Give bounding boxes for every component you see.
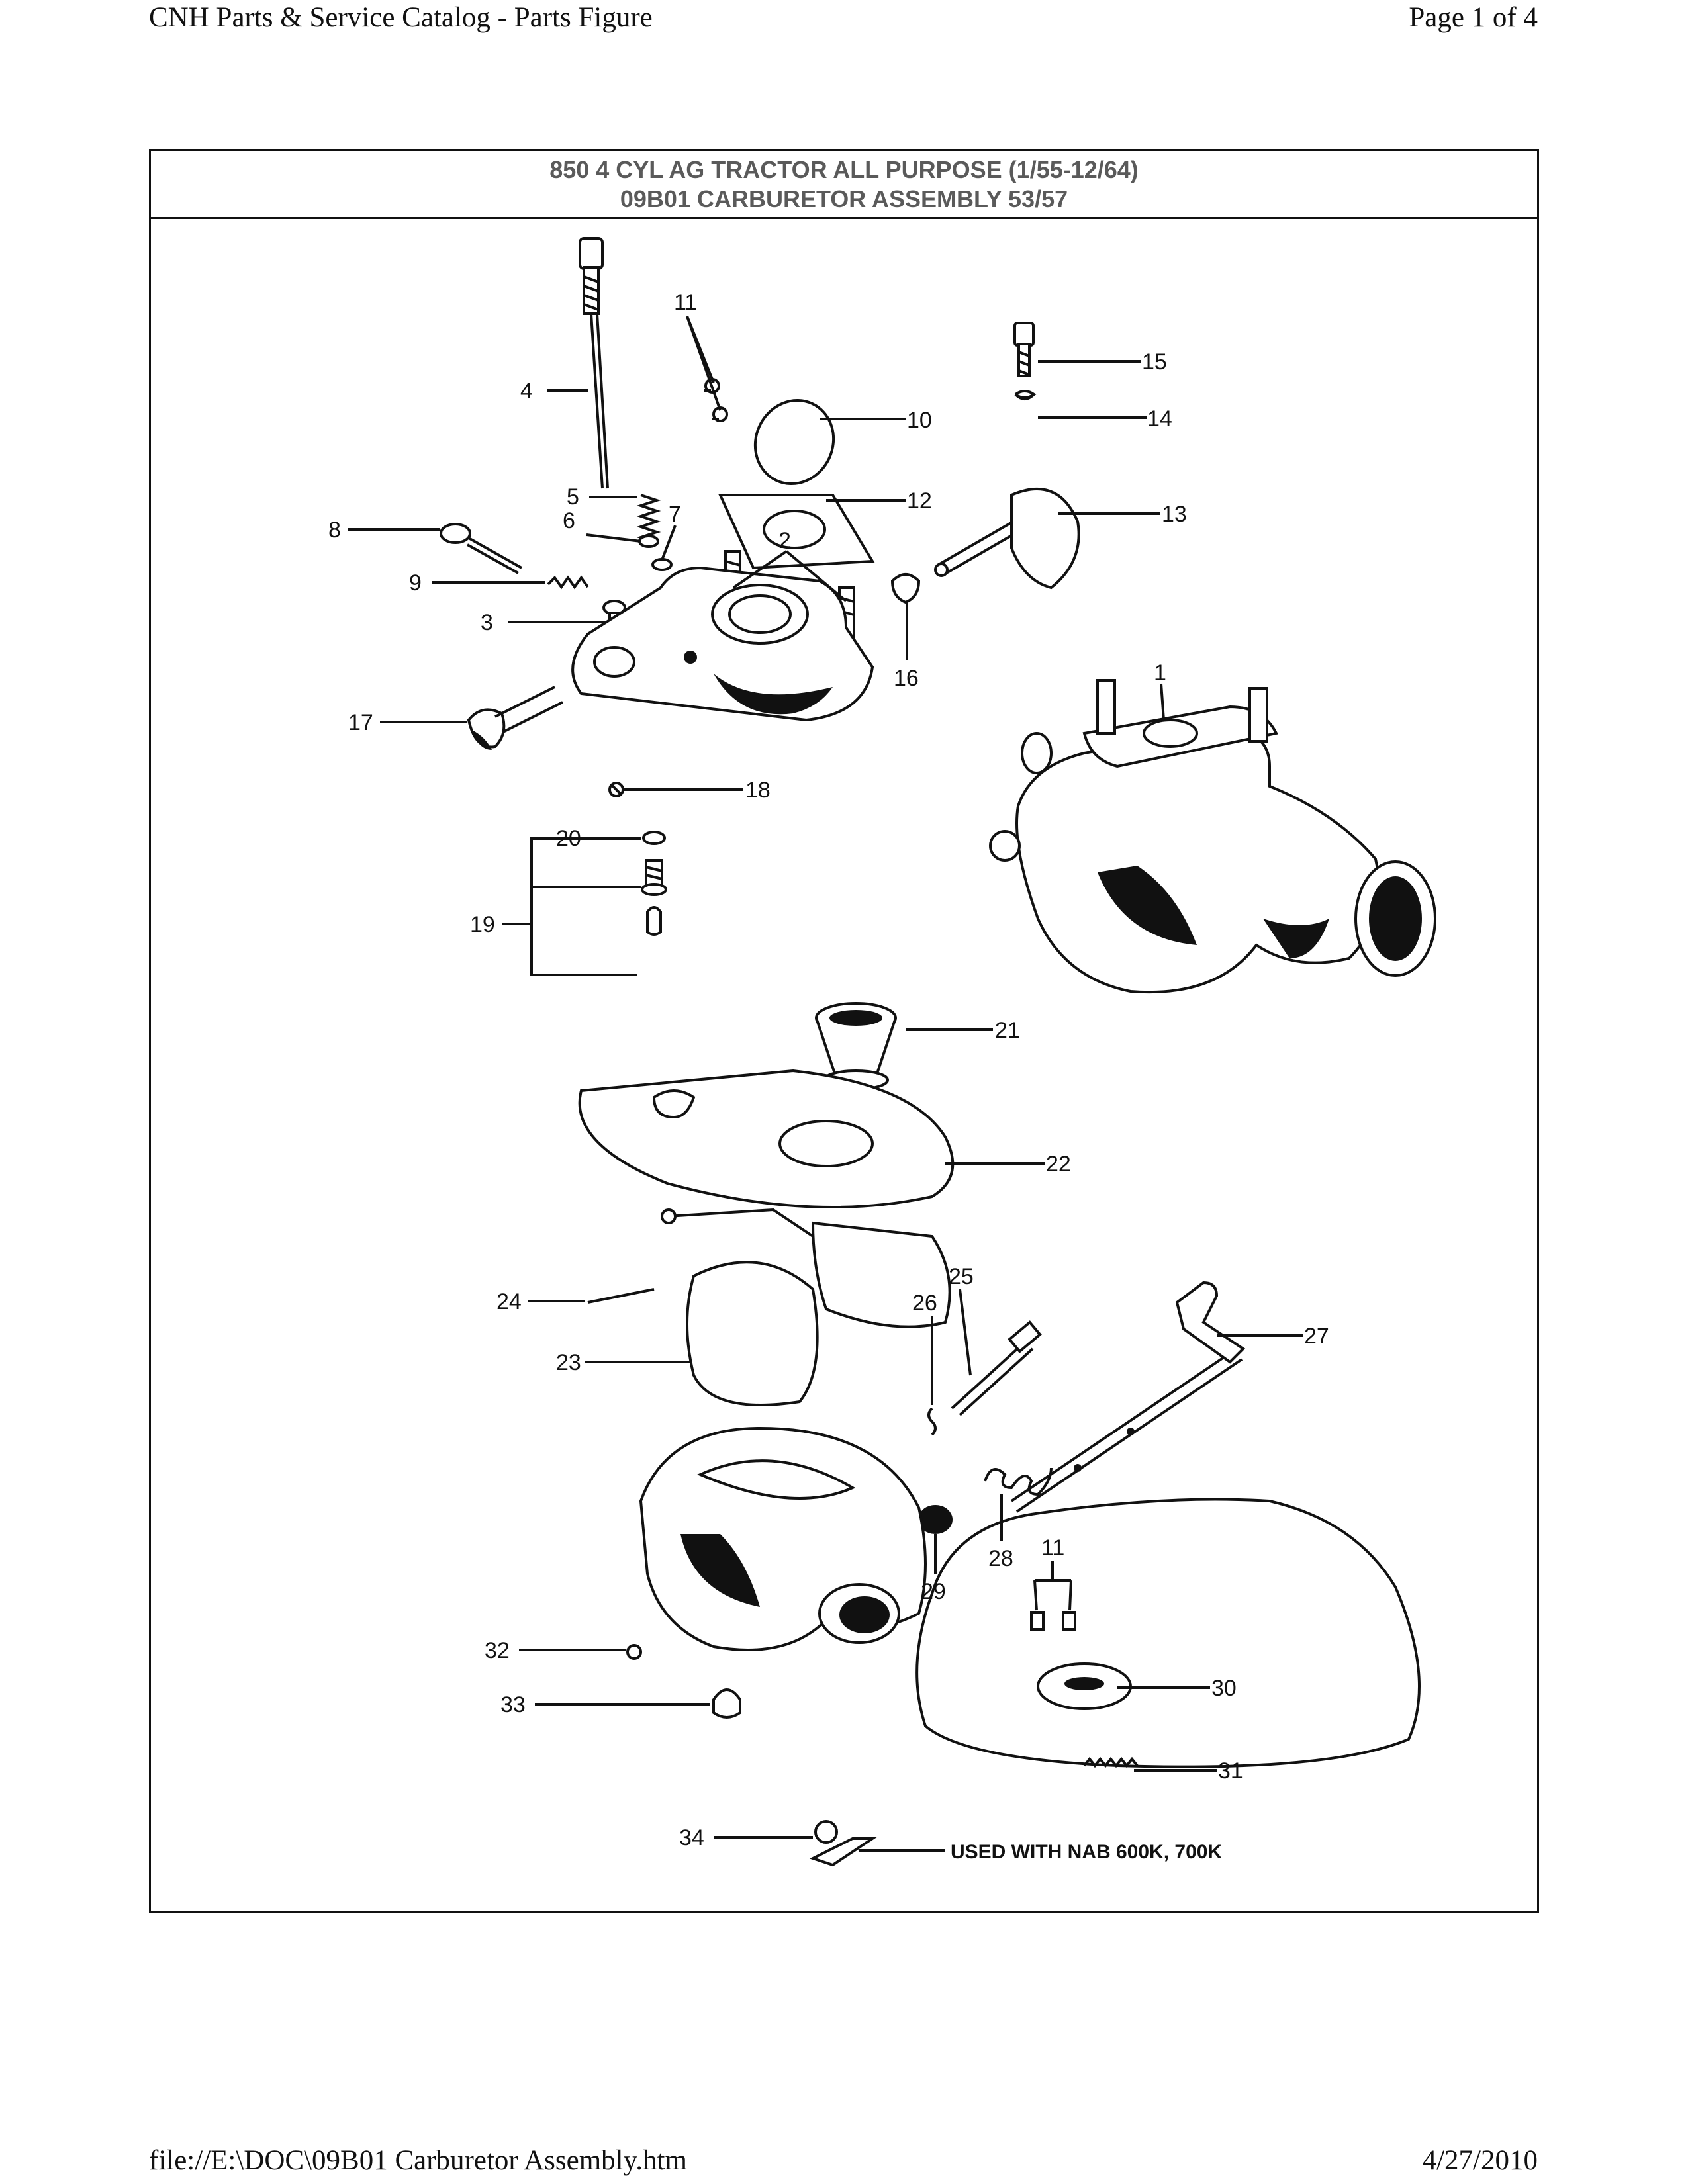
- figure-title-line-2: 09B01 CARBURETOR ASSEMBLY 53/57: [620, 185, 1068, 212]
- callout-26: 26: [912, 1291, 937, 1316]
- callout-9: 9: [409, 570, 422, 596]
- float-bowl: [639, 1426, 927, 1651]
- part-23-float: [661, 1208, 951, 1406]
- callout-32: 32: [485, 1638, 510, 1663]
- part-33-plug: [712, 1688, 741, 1719]
- part-1-carburetor-assembly: [989, 679, 1436, 994]
- callout-24: 24: [496, 1289, 522, 1314]
- part-9-spring: [547, 575, 589, 590]
- part-29-plug: [918, 1505, 953, 1534]
- callout-18: 18: [745, 778, 771, 803]
- callout-29: 29: [921, 1579, 946, 1604]
- parts-figure: 850 4 CYL AG TRACTOR ALL PURPOSE (1/55-1…: [149, 149, 1539, 1913]
- callout-7: 7: [669, 502, 681, 527]
- callout-leaders: [348, 316, 1303, 1852]
- part-15-screw: [1013, 322, 1035, 377]
- callout-4: 4: [520, 379, 533, 404]
- callout-20: 20: [556, 826, 581, 851]
- part-10-throttle-disc: [753, 399, 835, 485]
- part-11-screws-lower: [1030, 1611, 1076, 1631]
- callout-21: 21: [995, 1018, 1020, 1043]
- carburetor-exploded-diagram: 1 2 3 4 5 6 7 8 9 10 11 12 13 14 15 16 1…: [328, 237, 1436, 1867]
- part-19-valve-seat: [641, 859, 667, 936]
- part-24-pin: [587, 1288, 655, 1304]
- callout-8: 8: [328, 518, 341, 543]
- page-header: CNH Parts & Service Catalog - Parts Figu…: [0, 0, 1688, 40]
- part-25-needle: [951, 1320, 1042, 1416]
- callout-10: 10: [907, 408, 932, 433]
- page-number: Page 1 of 4: [1409, 2, 1538, 33]
- part-12-gasket: [718, 494, 875, 570]
- part-30-valve: [1037, 1662, 1132, 1710]
- callout-2: 2: [778, 528, 791, 553]
- part-16-plug: [890, 573, 921, 604]
- callout-22: 22: [1046, 1152, 1071, 1177]
- callout-19: 19: [470, 912, 495, 937]
- part-17-inlet: [467, 686, 563, 750]
- callout-16: 16: [894, 666, 919, 691]
- callout-1: 1: [1154, 660, 1166, 686]
- part-27-throttle-shaft: [1010, 1281, 1246, 1513]
- callout-33: 33: [500, 1692, 526, 1717]
- callout-25: 25: [949, 1264, 974, 1289]
- part-34-screw: [809, 1820, 877, 1867]
- callout-15: 15: [1142, 349, 1167, 375]
- part-4-needle: [579, 237, 609, 489]
- part-20-washer: [642, 831, 666, 845]
- part-6-washer: [638, 535, 659, 548]
- callout-28: 28: [988, 1546, 1013, 1571]
- callout-13: 13: [1162, 502, 1187, 527]
- part-13-choke: [934, 488, 1080, 590]
- callout-31: 31: [1218, 1758, 1243, 1784]
- part-26-clip: [927, 1407, 937, 1436]
- part-28-spring: [984, 1467, 1053, 1496]
- footer-date: 4/27/2010: [1422, 2145, 1538, 2176]
- part-14-spring: [1014, 390, 1037, 400]
- callout-23: 23: [556, 1350, 581, 1375]
- callout-17: 17: [348, 710, 373, 735]
- callout-12: 12: [907, 488, 932, 514]
- callout-27: 27: [1304, 1324, 1329, 1349]
- part-18-part: [608, 782, 624, 797]
- callout-3: 3: [481, 610, 493, 635]
- callout-6: 6: [563, 508, 575, 533]
- footer-file-path: file://E:\DOC\09B01 Carburetor Assembly.…: [149, 2145, 687, 2176]
- callout-11: 11: [674, 290, 697, 315]
- part-31-spring: [1083, 1756, 1139, 1768]
- throttle-body: [571, 566, 874, 722]
- figure-title: 850 4 CYL AG TRACTOR ALL PURPOSE (1/55-1…: [151, 151, 1537, 219]
- figure-title-line-1: 850 4 CYL AG TRACTOR ALL PURPOSE (1/55-1…: [549, 156, 1139, 183]
- part-22-gasket: [578, 1069, 955, 1208]
- callout-30: 30: [1211, 1676, 1237, 1701]
- part-32-screw: [626, 1644, 642, 1660]
- callout-5: 5: [567, 484, 579, 510]
- header-title: CNH Parts & Service Catalog - Parts Figu…: [149, 2, 653, 33]
- callout-14: 14: [1147, 406, 1172, 432]
- part-7-washer: [651, 558, 673, 571]
- callout-labels: 1 2 3 4 5 6 7 8 9 10 11 12 13 14 15 16 1…: [328, 290, 1329, 1863]
- optional-parts-outline: [915, 1498, 1421, 1768]
- callout-34: 34: [679, 1825, 704, 1850]
- usage-note: USED WITH NAB 600K, 700K: [951, 1841, 1222, 1863]
- callout-11-lower: 11: [1041, 1535, 1064, 1561]
- part-8-screw: [440, 523, 522, 574]
